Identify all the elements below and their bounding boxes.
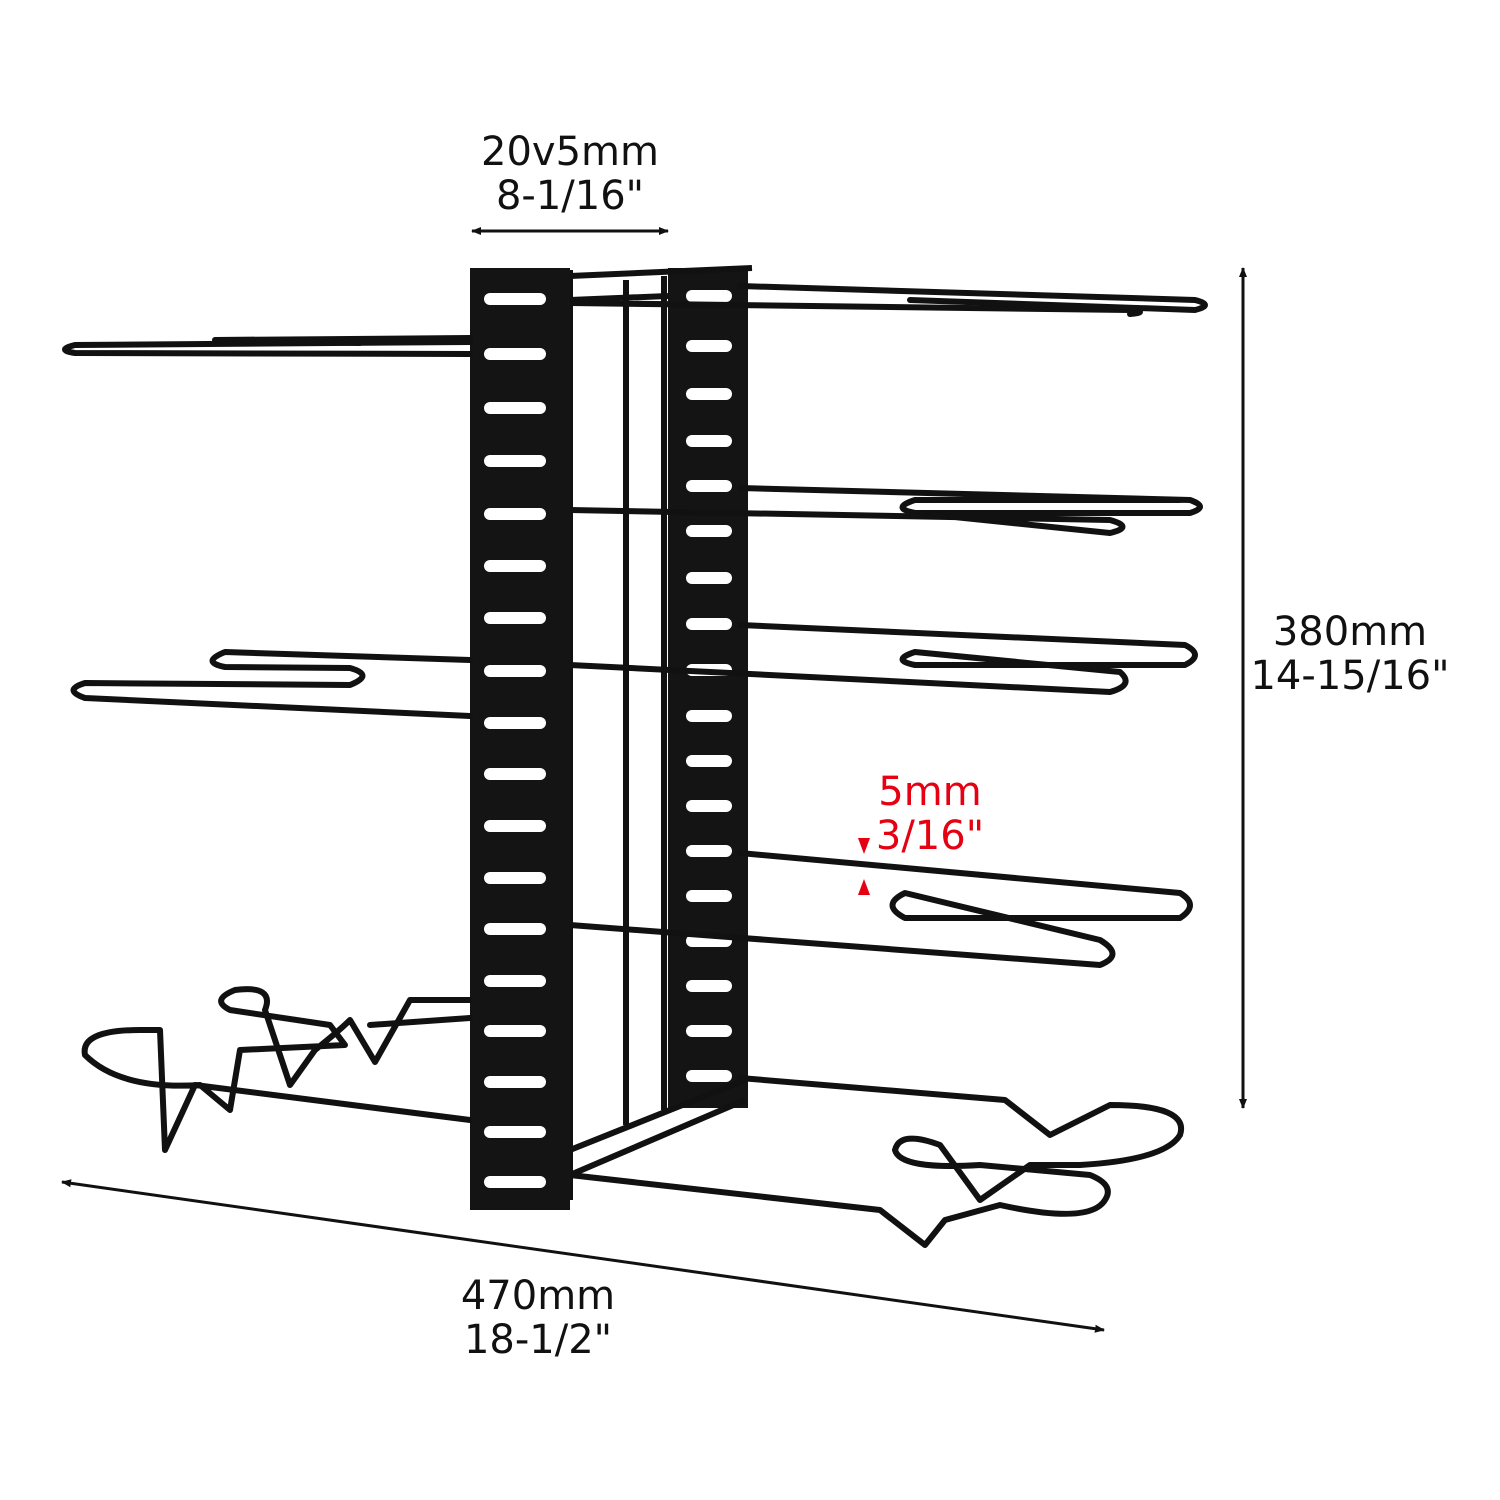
- rack-back-panel: [668, 268, 748, 1108]
- left-shelves: [62, 335, 473, 1153]
- wire-imperial: 3/16": [875, 813, 985, 859]
- depth-label: 20v5mm 8-1/16": [420, 132, 720, 216]
- height-imperial: 14-15/16": [1250, 653, 1450, 699]
- length-imperial: 18-1/2": [463, 1317, 613, 1363]
- length-arrow: [61, 1179, 1105, 1333]
- wire-metric: 5mm: [878, 769, 982, 815]
- length-metric: 470mm: [460, 1273, 616, 1319]
- wire-label: 5mm 3/16": [850, 772, 1010, 856]
- height-metric: 380mm: [1272, 609, 1428, 655]
- dimension-arrows: [61, 227, 1247, 1333]
- depth-metric: 20v5mm: [481, 129, 659, 175]
- rack-front-panel: [470, 268, 570, 1210]
- length-label: 470mm 18-1/2": [388, 1276, 688, 1360]
- front-panel-slots: [484, 293, 546, 1188]
- height-label: 380mm 14-15/16": [1225, 612, 1475, 696]
- wire-arrows: [858, 838, 870, 895]
- depth-imperial: 8-1/16": [495, 173, 645, 219]
